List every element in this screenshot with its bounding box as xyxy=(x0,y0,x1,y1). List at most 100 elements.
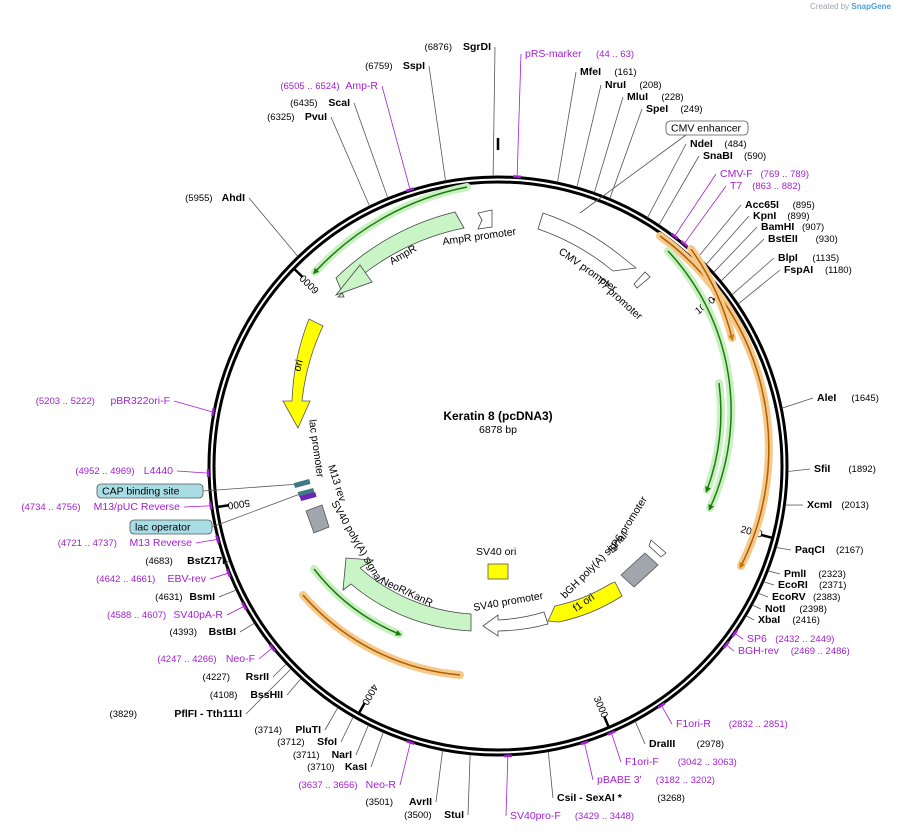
enzyme-position: (208) xyxy=(639,80,661,91)
enzyme-name: KasI xyxy=(345,761,367,773)
enzyme-position: (1645) xyxy=(851,393,878,404)
orf-arc-green-top-core xyxy=(312,186,468,275)
boxed-feature-label: lac operator xyxy=(135,522,191,534)
leader-lines xyxy=(173,46,814,817)
plasmid-length: 6878 bp xyxy=(479,424,517,436)
enzyme-name: BstZ17I xyxy=(187,555,225,567)
enzyme-name: BsmI xyxy=(189,591,215,603)
primer-mark xyxy=(657,702,666,709)
enzyme-name: FspAI xyxy=(784,264,813,276)
primer-name: Neo-F xyxy=(226,653,255,665)
enzyme-name: PmlI xyxy=(784,568,806,580)
enzyme-name: NarI xyxy=(332,749,353,761)
enzyme-position: (2167) xyxy=(836,545,863,556)
primer-name: Amp-R xyxy=(345,80,378,92)
enzyme-position: (2383) xyxy=(813,592,840,603)
enzyme-position: (3711) xyxy=(293,750,320,761)
primer-mark xyxy=(406,740,415,745)
primer-name: F1ori-R xyxy=(676,718,711,730)
enzyme-position: (2978) xyxy=(697,739,724,750)
primer-mark xyxy=(268,644,276,652)
enzyme-name: XbaI xyxy=(758,614,780,626)
enzyme-position: (2416) xyxy=(792,615,819,626)
primer-mark xyxy=(225,568,232,578)
enzyme-name: PluTI xyxy=(295,724,321,736)
enzyme-position: (5955) xyxy=(185,193,212,204)
enzyme-name: NdeI xyxy=(690,138,713,150)
enzyme-position: (3710) xyxy=(307,762,334,773)
primer-range: (44 .. 63) xyxy=(596,49,634,60)
primer-mark xyxy=(680,240,689,248)
ampr-gene xyxy=(335,211,465,298)
feature-label: M13 rev xyxy=(325,463,348,503)
boxed-feature-frame xyxy=(129,519,213,535)
primer-range: (769 .. 789) xyxy=(761,169,810,180)
enzyme-position: (2371) xyxy=(819,580,846,591)
primer-name: CMV-F xyxy=(720,168,753,180)
enzyme-position: (3500) xyxy=(404,810,431,821)
feature-label: SV40 ori xyxy=(476,546,516,558)
enzyme-name: PvuI xyxy=(305,111,327,123)
orf-arc-green-right-core xyxy=(667,250,732,511)
feature-label: lac promoter xyxy=(306,419,326,479)
primer-mark xyxy=(731,629,739,638)
bgh-polya-feature xyxy=(620,552,659,588)
plasmid-name: Keratin 8 (pcDNA3) xyxy=(443,409,552,423)
t7-promoter xyxy=(633,271,651,289)
primer-name: M13 Reverse xyxy=(130,537,193,549)
primer-name: SP6 xyxy=(747,633,767,645)
enzyme-name: SpeI xyxy=(646,103,668,115)
enzyme-name: XcmI xyxy=(807,499,832,511)
tick-mark xyxy=(760,533,773,539)
enzyme-position: (4631) xyxy=(155,592,182,603)
primer-range: (863 .. 882) xyxy=(752,181,801,192)
primer-mark xyxy=(211,407,216,417)
tick-label: 5000 xyxy=(226,497,250,511)
boxed-feature-label: CAP binding site xyxy=(102,486,180,498)
enzyme-position: (3501) xyxy=(366,797,393,808)
primer-range: (4721 .. 4737) xyxy=(58,538,117,549)
primer-range: (3429 .. 3448) xyxy=(575,811,634,822)
enzyme-name: BamHI xyxy=(761,221,794,233)
primer-mark xyxy=(670,232,679,240)
enzyme-name: Acc65I xyxy=(745,199,779,211)
primer-marks xyxy=(206,175,739,758)
enzyme-name: RsrII xyxy=(246,671,269,683)
tick-label: 3000 xyxy=(591,695,610,720)
feature-label: SV40 promoter xyxy=(472,590,544,614)
enzyme-name: BlpI xyxy=(778,252,798,264)
primer-range: (4952 .. 4969) xyxy=(75,466,134,477)
enzyme-name: PaqCI xyxy=(795,544,825,556)
enzyme-position: (2398) xyxy=(799,604,826,615)
tick-mark xyxy=(217,504,230,509)
enzyme-position: (6876) xyxy=(425,42,452,53)
snapgene-brand: Created by SnapGene xyxy=(810,2,891,11)
enzyme-name: BssHII xyxy=(250,689,283,701)
enzyme-position: (6759) xyxy=(365,61,392,72)
primer-mark xyxy=(405,187,415,193)
tick-mark xyxy=(603,715,610,728)
primer-range: (2469 .. 2486) xyxy=(791,646,850,657)
orf-arc-keratin-2-core xyxy=(690,248,735,341)
ampr-arrowhead xyxy=(334,264,373,296)
enzyme-position: (1180) xyxy=(825,265,852,276)
tick-mark xyxy=(293,268,304,278)
f1-ori-feature xyxy=(547,581,623,623)
lac-operator-mark xyxy=(297,487,315,497)
enzyme-name: AleI xyxy=(817,392,836,404)
feature-label: ori xyxy=(291,358,306,372)
enzyme-position: (930) xyxy=(816,234,838,245)
enzyme-name: SnaBI xyxy=(703,150,733,162)
primer-name: M13/pUC Reverse xyxy=(94,501,181,513)
sv40-polya-feature xyxy=(305,504,330,534)
enzyme-name: KpnI xyxy=(753,210,776,222)
enzyme-name: SfiI xyxy=(814,463,830,475)
primer-name: T7 xyxy=(730,180,742,192)
enzyme-position: (895) xyxy=(793,200,815,211)
enzyme-name: StuI xyxy=(444,809,464,821)
enzyme-position: (249) xyxy=(680,104,702,115)
primer-mark xyxy=(241,602,248,611)
primer-range: (3637 .. 3656) xyxy=(298,780,357,791)
primer-name: pBR322ori-F xyxy=(110,395,170,407)
